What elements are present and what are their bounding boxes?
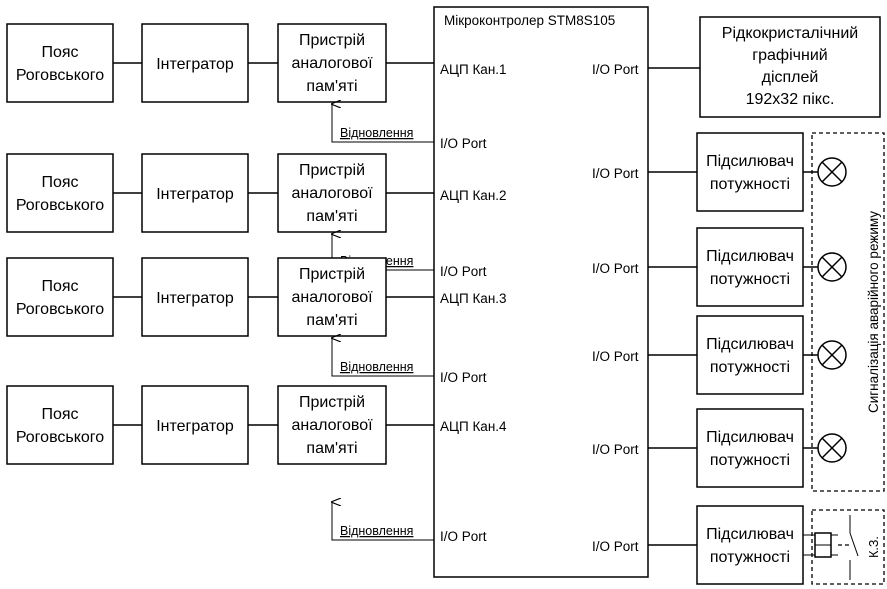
analog-memory-block <box>277 257 387 337</box>
analog-memory-block <box>277 23 387 103</box>
left-io-port-2-label: I/O Port <box>440 264 487 279</box>
rogowski-coil-label-line1: Пояс <box>41 44 78 61</box>
lcd-display-block <box>699 16 881 118</box>
integrator-block <box>141 257 249 337</box>
analog-memory-label-line2: аналогової <box>291 55 373 72</box>
power-amplifier-block <box>696 505 804 585</box>
lamp-icon <box>817 340 847 370</box>
power-amplifier-label-line2: потужності <box>710 176 790 193</box>
restore-signal-label: Відновлення <box>340 126 413 140</box>
rogowski-coil-label-line2: Роговського <box>16 429 104 446</box>
analog-memory-label-line2: аналогової <box>291 417 373 434</box>
adc-channel-4-label: АЦП Кан.4 <box>440 419 507 434</box>
short-circuit-group <box>811 509 885 585</box>
integrator-block <box>141 23 249 103</box>
adc-channel-3-label: АЦП Кан.3 <box>440 291 507 306</box>
integrator-block <box>141 153 249 233</box>
analog-memory-label-line3: пам'яті <box>306 208 357 225</box>
power-amplifier-5: Підсилювач потужності <box>648 505 859 585</box>
power-amplifier-label-line1: Підсилювач <box>706 248 794 265</box>
short-circuit-label: К.З. <box>867 536 881 558</box>
power-amplifier-label-line1: Підсилювач <box>706 336 794 353</box>
alarm-signaling-group <box>811 132 885 492</box>
right-io-port-2-label: I/O Port <box>592 166 639 181</box>
lcd-display-label-line4: 192х32 пікс. <box>746 91 835 108</box>
power-amplifier-label-line2: потужності <box>710 549 790 566</box>
analog-memory-block <box>277 385 387 465</box>
relay-icon <box>803 532 838 558</box>
right-io-port-6-label: I/O Port <box>592 539 639 554</box>
integrator-label: Інтегратор <box>156 56 234 73</box>
analog-memory-label-line3: пам'яті <box>306 440 357 457</box>
rogowski-coil-label-line1: Пояс <box>41 278 78 295</box>
right-io-port-4-label: I/O Port <box>592 349 639 364</box>
power-amplifier-label-line1: Підсилювач <box>706 153 794 170</box>
analog-memory-label-line3: пам'яті <box>306 312 357 329</box>
adc-channel-1-label: АЦП Кан.1 <box>440 62 507 77</box>
rogowski-coil-label-line2: Роговського <box>16 67 104 84</box>
analog-memory-label-line1: Пристрій <box>299 394 365 411</box>
right-io-port-3-label: I/O Port <box>592 261 639 276</box>
right-io-port-1-label: I/O Port <box>592 62 639 77</box>
analog-memory-label-line2: аналогової <box>291 185 373 202</box>
power-amplifier-label-line2: потужності <box>710 452 790 469</box>
power-amplifier-label-line1: Підсилювач <box>706 526 794 543</box>
lcd-display-label-line2: графічний <box>752 47 827 64</box>
rogowski-coil-label-line1: Пояс <box>41 174 78 191</box>
channel-4: Пояс Роговського Інтегратор Пристрій ана… <box>6 385 507 544</box>
rogowski-coil-label-line2: Роговського <box>16 197 104 214</box>
integrator-label: Інтегратор <box>156 186 234 203</box>
left-io-port-3-label: I/O Port <box>440 370 487 385</box>
left-io-port-1-label: I/O Port <box>440 136 487 151</box>
analog-memory-label-line1: Пристрій <box>299 32 365 49</box>
channel-2: Пояс Роговського Інтегратор Пристрій ана… <box>6 153 507 279</box>
power-amplifier-2: Підсилювач потужності <box>648 227 847 307</box>
power-amplifier-label-line2: потужності <box>710 359 790 376</box>
power-amplifier-3: Підсилювач потужності <box>648 315 847 395</box>
adc-channel-2-label: АЦП Кан.2 <box>440 188 507 203</box>
right-io-port-5-label: I/O Port <box>592 442 639 457</box>
lcd-display-label-line3: дісплей <box>762 69 819 86</box>
left-io-port-4-label: I/O Port <box>440 529 487 544</box>
rogowski-coil-block <box>6 257 114 337</box>
integrator-label: Інтегратор <box>156 418 234 435</box>
analog-memory-label-line1: Пристрій <box>299 266 365 283</box>
power-amplifier-1: Підсилювач потужності <box>648 132 847 212</box>
alarm-signaling-label: Сигналізація аварійного режиму <box>866 211 881 413</box>
rogowski-coil-label-line2: Роговського <box>16 301 104 318</box>
relay-contact-icon <box>838 515 859 580</box>
microcontroller-title: Мікроконтролер STM8S105 <box>444 13 615 28</box>
channel-1: Пояс Роговського Інтегратор Пристрій ана… <box>6 23 507 151</box>
analog-memory-label-line3: пам'яті <box>306 78 357 95</box>
lamp-icon <box>817 157 847 187</box>
microcontroller-block <box>433 6 649 578</box>
analog-memory-label-line2: аналогової <box>291 289 373 306</box>
power-amplifier-label-line1: Підсилювач <box>706 429 794 446</box>
lcd-display-label-line1: Рідкокристалічний <box>722 25 858 42</box>
restore-signal-label: Відновлення <box>340 360 413 374</box>
rogowski-coil-block <box>6 385 114 465</box>
integrator-label: Інтегратор <box>156 290 234 307</box>
analog-memory-label-line1: Пристрій <box>299 162 365 179</box>
power-amplifier-block <box>696 227 804 307</box>
analog-memory-block <box>277 153 387 233</box>
channel-3: Пояс Роговського Інтегратор Пристрій ана… <box>6 257 507 385</box>
power-amplifier-block <box>696 132 804 212</box>
rogowski-coil-block <box>6 153 114 233</box>
power-amplifier-block <box>696 315 804 395</box>
lamp-icon <box>817 433 847 463</box>
restore-signal-label: Відновлення <box>340 524 413 538</box>
rogowski-coil-block <box>6 23 114 103</box>
power-amplifier-label-line2: потужності <box>710 271 790 288</box>
lamp-icon <box>817 252 847 282</box>
power-amplifier-4: Підсилювач потужності <box>648 408 847 488</box>
power-amplifier-block <box>696 408 804 488</box>
rogowski-coil-label-line1: Пояс <box>41 406 78 423</box>
